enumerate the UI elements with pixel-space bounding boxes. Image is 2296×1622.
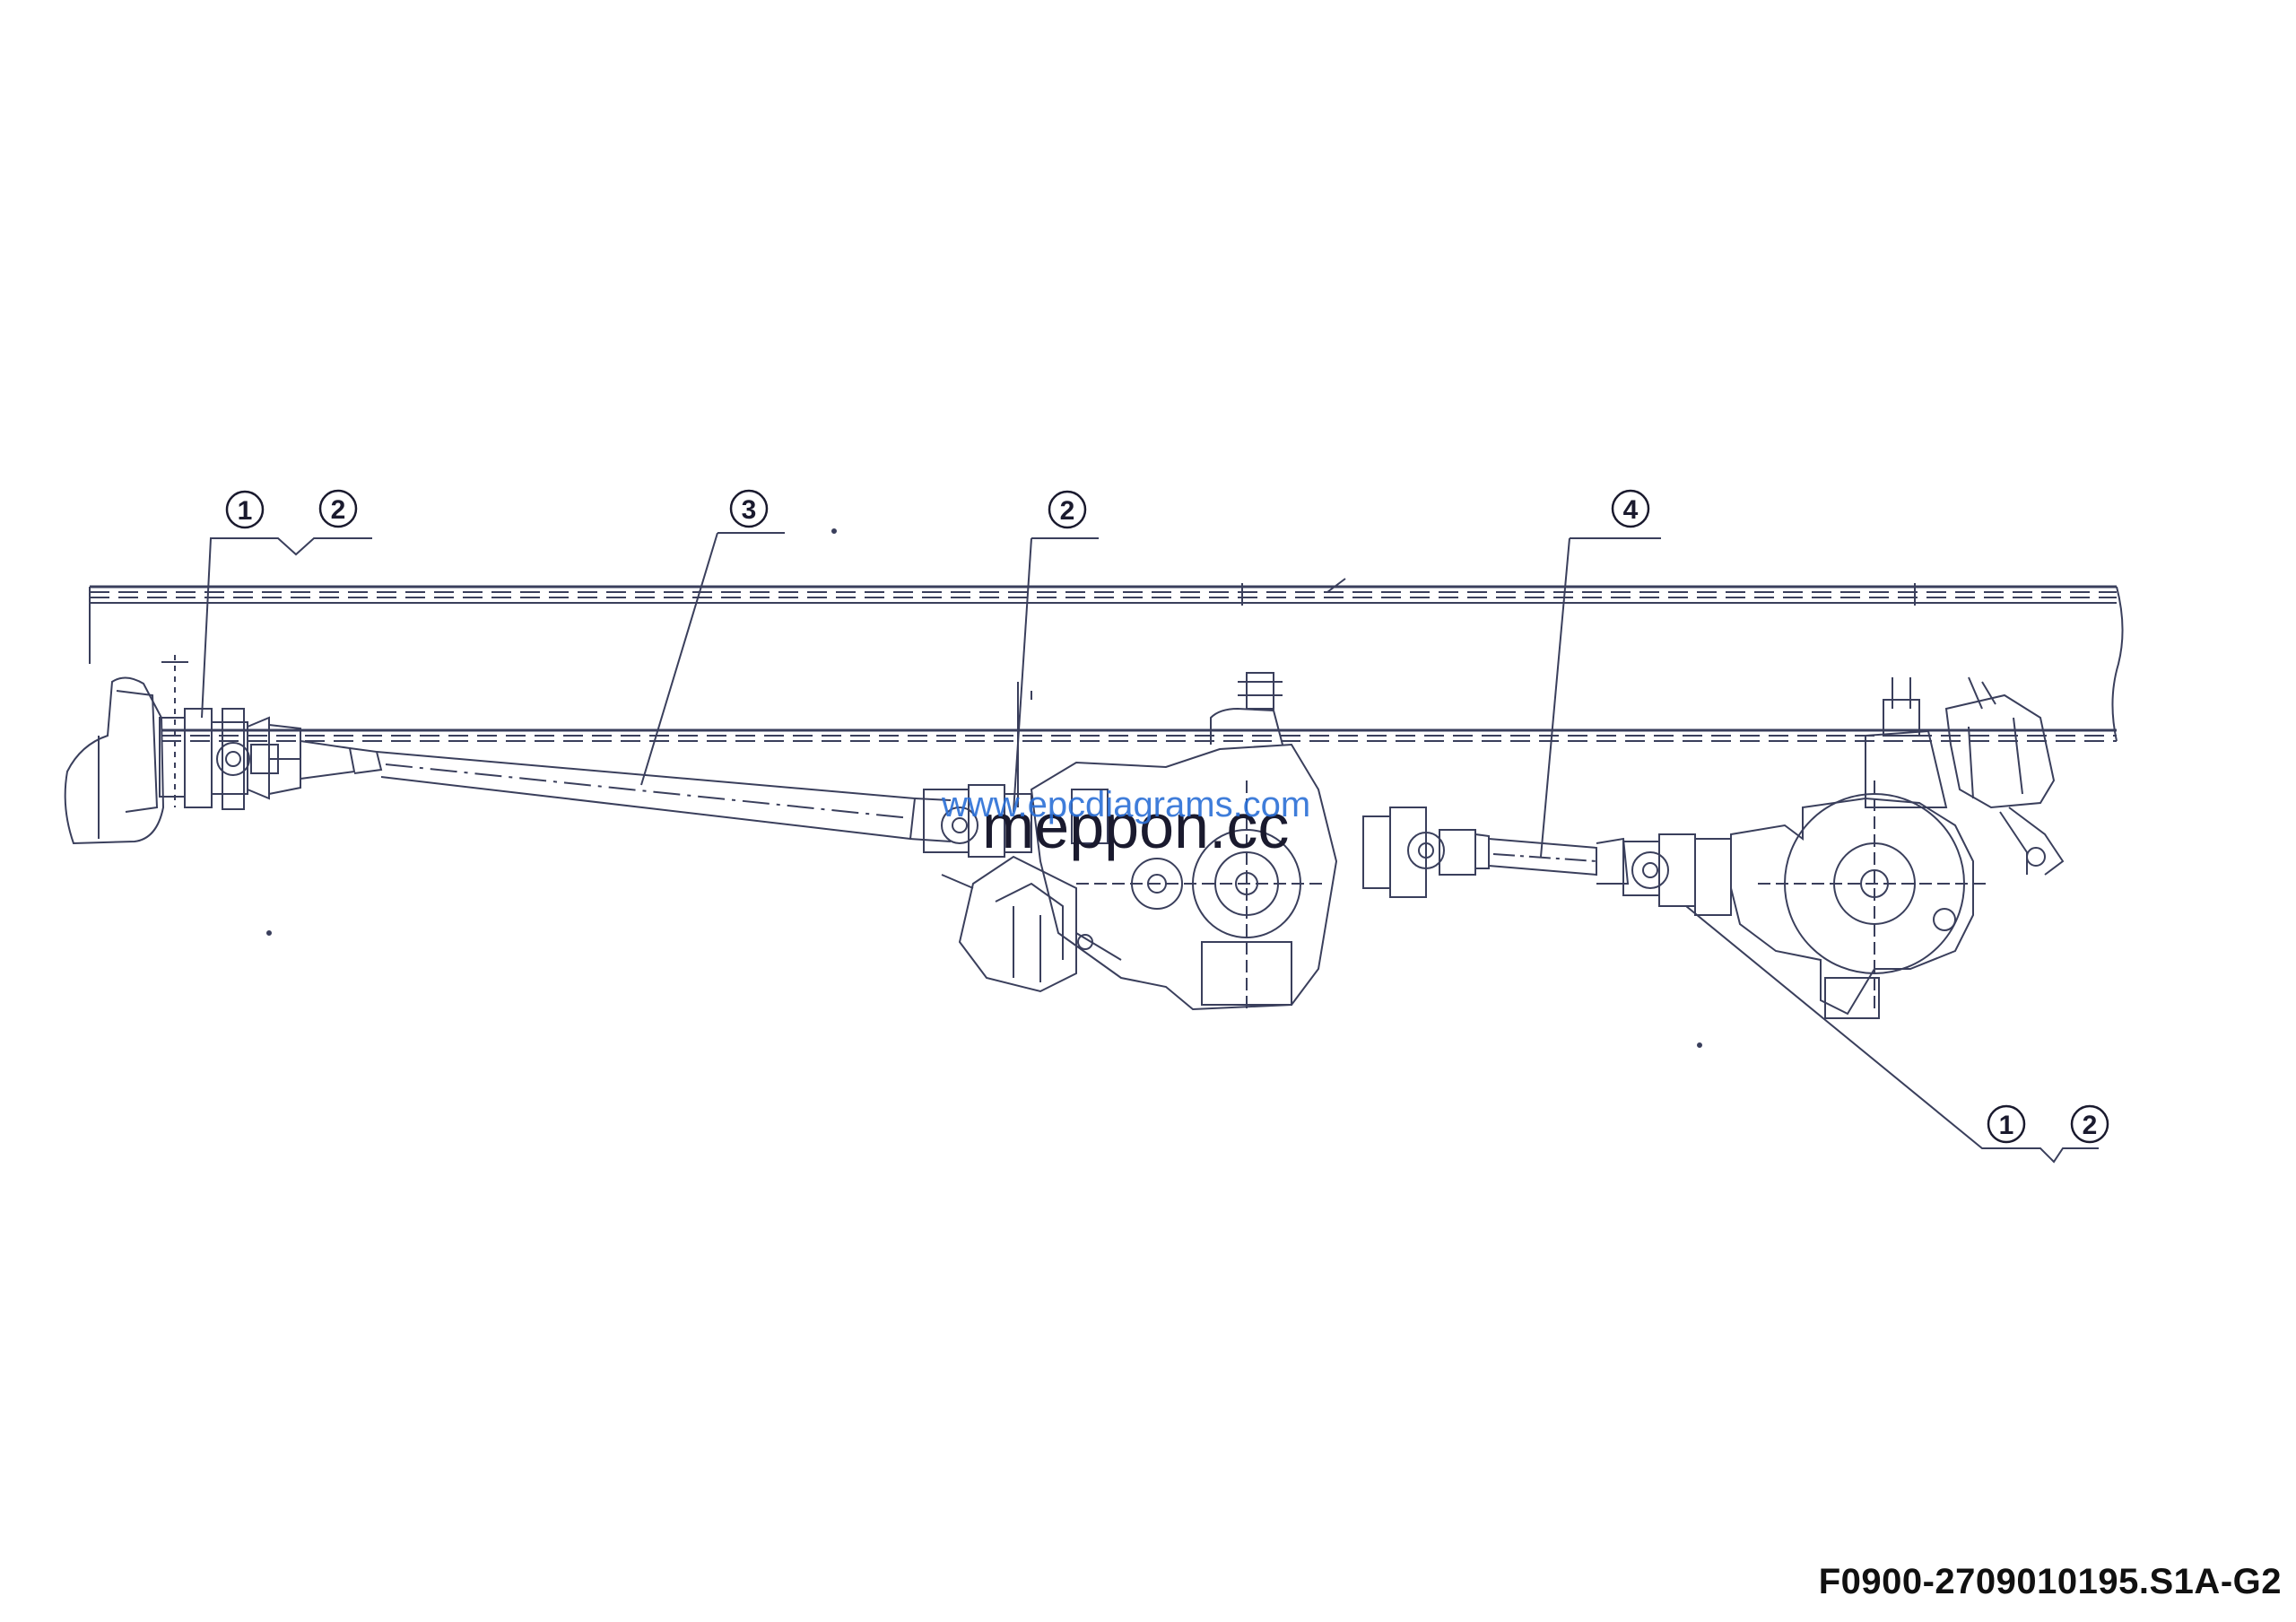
brake-chamber-middle bbox=[941, 855, 1122, 993]
gearbox-output-flange bbox=[64, 655, 213, 845]
svg-text:2: 2 bbox=[2083, 1111, 2098, 1140]
svg-text:1: 1 bbox=[238, 496, 253, 526]
universal-joint-middle bbox=[923, 682, 1032, 858]
callout-2-right: 2 bbox=[2070, 1104, 2109, 1144]
callout-1-left: 1 bbox=[225, 490, 265, 529]
callout-3: 3 bbox=[729, 489, 769, 528]
callout-4: 4 bbox=[1611, 489, 1650, 528]
leader-lines bbox=[201, 532, 2099, 1164]
callout-1-right: 1 bbox=[1987, 1104, 2026, 1144]
callout-2-middle: 2 bbox=[1048, 490, 1087, 529]
watermark-url: www.epcdiagrams.com bbox=[941, 785, 1310, 824]
callout-2-left: 2 bbox=[318, 489, 358, 528]
svg-text:2: 2 bbox=[331, 495, 346, 525]
propeller-shaft-main bbox=[300, 740, 952, 842]
svg-text:4: 4 bbox=[1623, 495, 1639, 525]
svg-text:2: 2 bbox=[1060, 496, 1075, 526]
universal-joint-rear-front bbox=[1362, 807, 1476, 898]
svg-text:3: 3 bbox=[742, 495, 757, 525]
universal-joint-left bbox=[211, 708, 301, 810]
rear-axle-differential bbox=[1730, 677, 1991, 1019]
brake-chamber-rear bbox=[1944, 676, 2065, 876]
universal-joint-rear bbox=[1622, 833, 1732, 916]
svg-text:1: 1 bbox=[1999, 1111, 2014, 1140]
drawing-code: F0900-2709010195.S1A-G2 bbox=[1818, 1562, 2282, 1601]
propeller-shaft-rear bbox=[1474, 833, 1630, 885]
middle-axle-differential bbox=[1030, 672, 1338, 1014]
watermark-brand: meppon.cc bbox=[982, 791, 1289, 861]
frame-rail bbox=[89, 578, 2124, 742]
